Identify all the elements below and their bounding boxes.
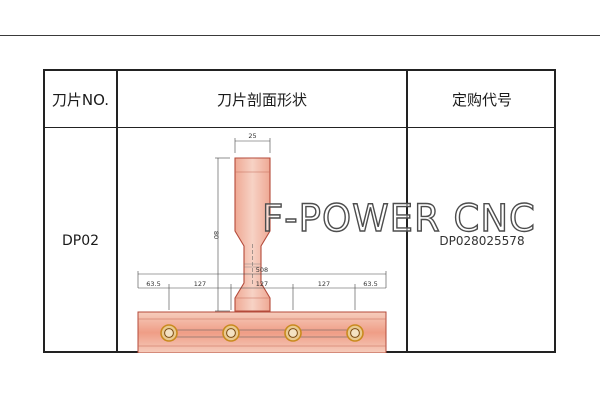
header-divider (45, 127, 554, 128)
hole-spacing-label: 127 (256, 280, 268, 288)
mounting-hole (346, 324, 364, 342)
cross-section-view: 25 80 (212, 132, 271, 312)
order-code-value: DP028025578 (439, 233, 525, 248)
header-blade-no: 刀片NO. (51, 90, 110, 109)
section-height-label: 80 (212, 231, 220, 239)
hole-spacing-label: 63.5 (363, 280, 377, 288)
header-order-code: 定购代号 (451, 90, 512, 109)
blade-profile-drawing: 25 80 508 (118, 128, 406, 354)
blade-no-value: DP02 (61, 232, 100, 249)
blade-top-view: 508 63.5 127 127 127 63.5 (137, 266, 387, 354)
mounting-hole (284, 324, 302, 342)
mounting-hole (160, 324, 178, 342)
brand-watermark: F-POWER CNC (261, 196, 536, 240)
mounting-hole (222, 324, 240, 342)
top-rule (0, 35, 600, 36)
hole-spacing-label: 63.5 (146, 280, 160, 288)
header-profile: 刀片剖面形状 (216, 90, 307, 109)
section-width-label: 25 (248, 132, 256, 140)
column-divider (406, 71, 408, 351)
hole-spacing-label: 127 (194, 280, 206, 288)
blade-drawing-svg: 25 80 508 (137, 132, 387, 354)
hole-spacing-label: 127 (318, 280, 330, 288)
blade-spec-table: 刀片NO. 刀片剖面形状 定购代号 DP02 (43, 69, 556, 354)
blade-length-label: 508 (256, 266, 268, 274)
column-divider (116, 71, 118, 351)
